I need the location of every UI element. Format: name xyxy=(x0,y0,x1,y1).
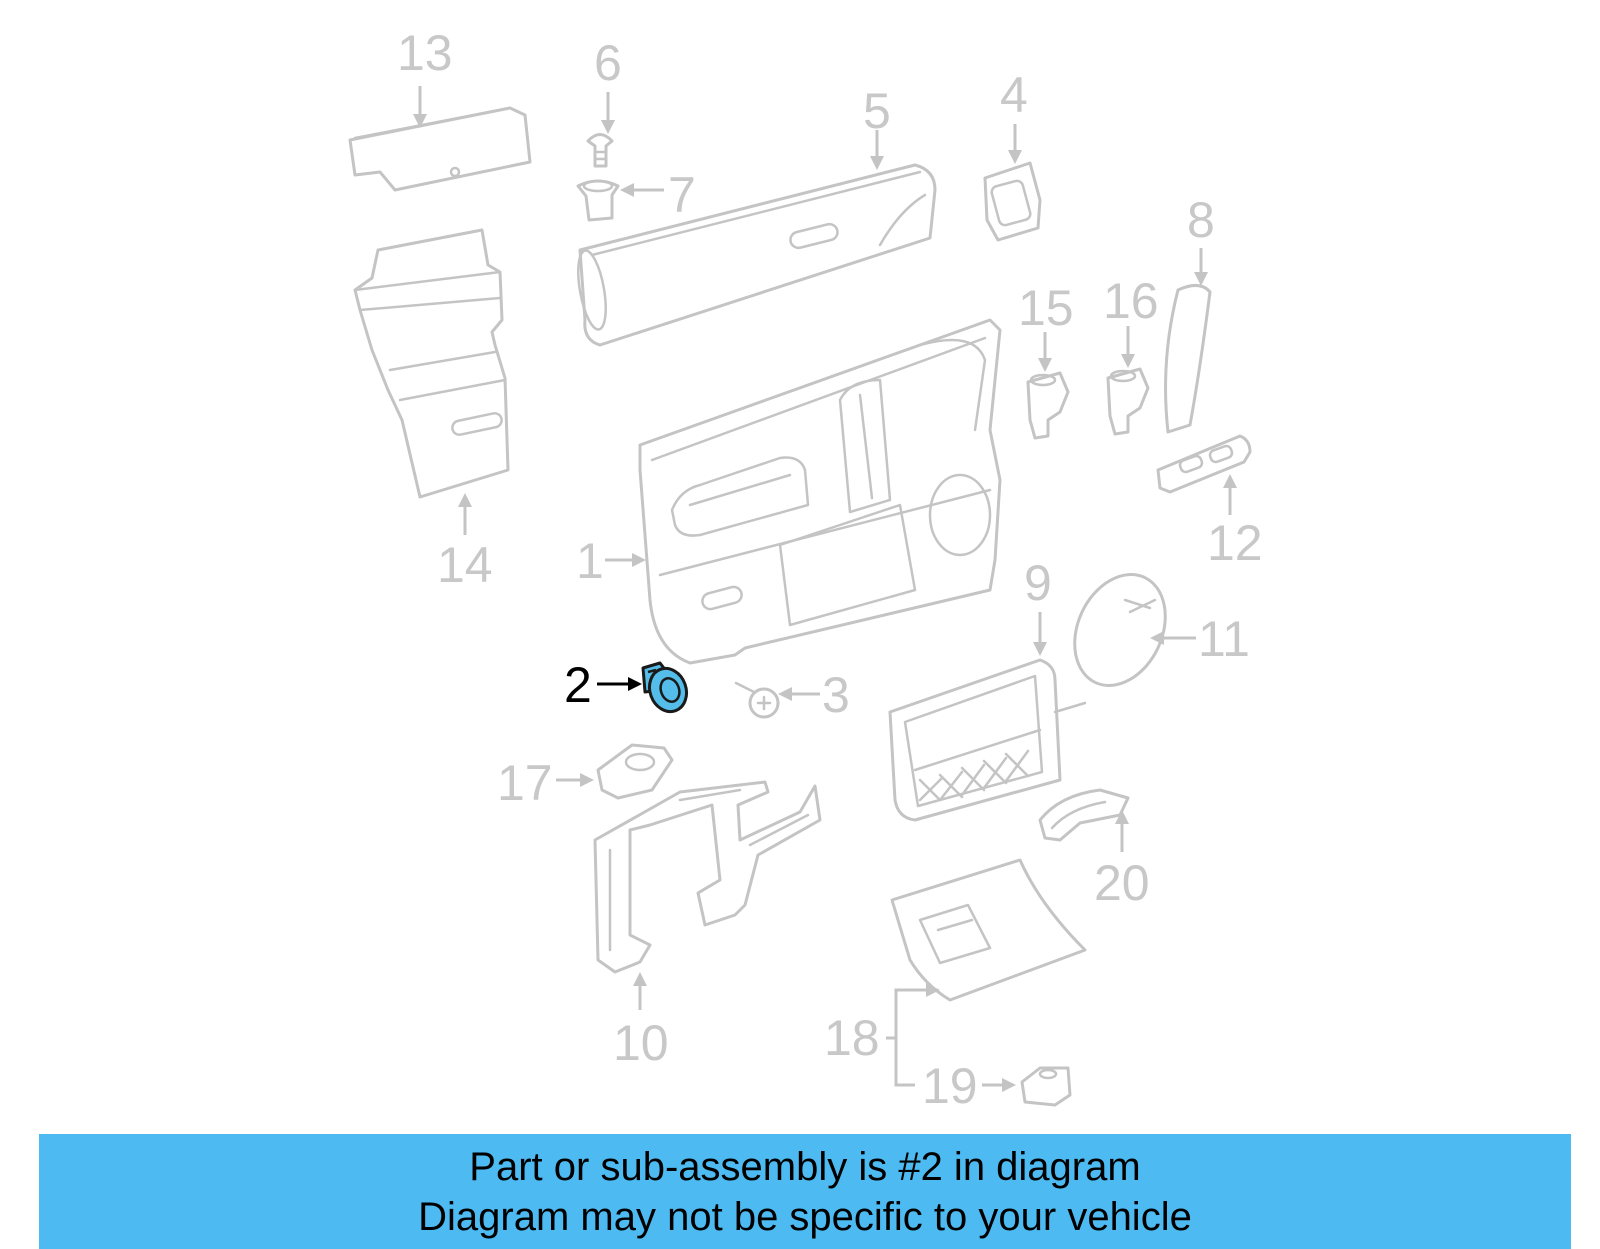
part-8-pillar-trim[interactable] xyxy=(1164,284,1212,434)
callout-1: 1 xyxy=(576,533,604,589)
callout-3: 3 xyxy=(822,667,850,723)
part-4-switch[interactable] xyxy=(983,161,1042,242)
part-14-side-panel[interactable] xyxy=(353,228,510,499)
callout-20: 20 xyxy=(1094,855,1150,911)
banner-line-disclaimer: Diagram may not be specific to your vehi… xyxy=(418,1195,1192,1239)
callout-16: 16 xyxy=(1103,273,1159,329)
part-12-switch-panel[interactable] xyxy=(1156,434,1252,494)
callout-19: 19 xyxy=(922,1058,978,1114)
callout-13: 13 xyxy=(397,25,453,81)
callout-12: 12 xyxy=(1207,515,1263,571)
callout-11: 11 xyxy=(1198,611,1250,667)
callout-8: 8 xyxy=(1187,192,1215,248)
callout-14: 14 xyxy=(437,537,493,593)
part-7-clip[interactable] xyxy=(576,179,620,222)
part-13-trim-strip[interactable] xyxy=(348,106,532,192)
callout-7: 7 xyxy=(668,167,696,223)
part-3-screw[interactable] xyxy=(734,681,780,719)
callout-10: 10 xyxy=(613,1015,669,1071)
callout-18: 18 xyxy=(824,1010,880,1066)
part-20-handle[interactable] xyxy=(1038,788,1130,842)
part-15-switch[interactable] xyxy=(1026,371,1070,440)
callout-6: 6 xyxy=(594,35,622,91)
part-18-lower-cover[interactable] xyxy=(890,858,1087,1002)
callout-9: 9 xyxy=(1024,555,1052,611)
callout-labels: 13 6 7 5 4 8 15 16 12 14 1 9 11 2 3 17 2… xyxy=(397,25,1263,1114)
part-10-frame[interactable] xyxy=(593,780,822,974)
leader-lines xyxy=(413,86,1237,1092)
callout-15: 15 xyxy=(1018,280,1074,336)
info-banner: Part or sub-assembly is #2 in diagram Di… xyxy=(39,1134,1571,1249)
part-6-screw[interactable] xyxy=(586,133,614,168)
part-17-bracket[interactable] xyxy=(596,743,674,800)
part-11-round-cover[interactable] xyxy=(1057,560,1182,701)
callout-4: 4 xyxy=(1000,67,1028,123)
part-16-switch[interactable] xyxy=(1106,367,1150,436)
part-2-clip-highlighted[interactable] xyxy=(641,661,692,717)
part-1-door-panel[interactable] xyxy=(638,318,1002,665)
callout-2: 2 xyxy=(564,657,592,713)
callout-5: 5 xyxy=(863,83,891,139)
part-5-armrest-trim[interactable] xyxy=(573,163,937,347)
part-9-inner-panel[interactable] xyxy=(888,658,1087,822)
part-19-clip[interactable] xyxy=(1020,1066,1072,1107)
banner-line-part: Part or sub-assembly is #2 in diagram xyxy=(469,1145,1141,1189)
callout-17: 17 xyxy=(497,755,553,811)
